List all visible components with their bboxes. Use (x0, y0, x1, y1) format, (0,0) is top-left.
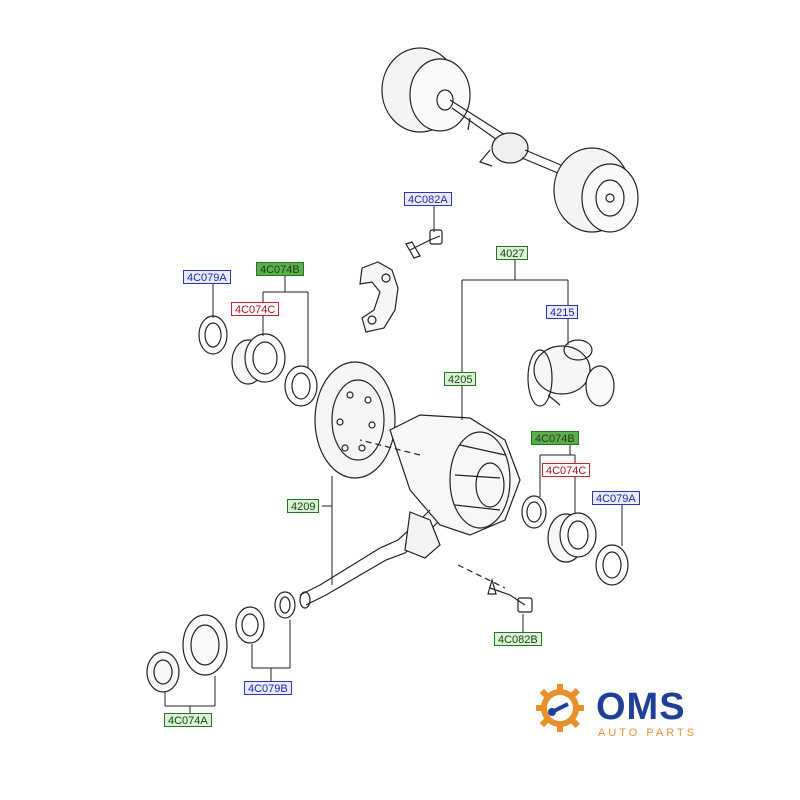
ring-gear-illustration (314, 361, 396, 479)
gear-icon (536, 684, 584, 732)
bolt-axis-dashed-line (457, 564, 506, 589)
centre-axis-dashed-line (359, 439, 421, 456)
label-4c074b-right[interactable]: 4C074B (531, 431, 579, 445)
label-4c079a-left[interactable]: 4C079A (183, 270, 231, 284)
label-4c074c-left[interactable]: 4C074C (231, 302, 280, 316)
label-4205[interactable]: 4205 (444, 372, 477, 386)
logo-wordmark: OMS (596, 686, 686, 728)
pinion-gear-illustration (299, 509, 441, 609)
axle-assembly-illustration (381, 47, 639, 233)
left-bearing-stack-illustration (198, 315, 318, 407)
oms-logo (536, 684, 584, 732)
differential-case-illustration (389, 414, 521, 536)
logo-tagline: AUTO PARTS (598, 727, 698, 739)
differential-gears-illustration (527, 339, 615, 407)
label-4c074c-right[interactable]: 4C074C (542, 463, 591, 477)
label-4c079a-right[interactable]: 4C079A (592, 491, 640, 505)
bearing-cap-illustration (359, 261, 399, 333)
bolt-illustration-top (405, 229, 443, 259)
label-4027[interactable]: 4027 (496, 246, 529, 260)
label-4c074b-left[interactable]: 4C074B (256, 262, 304, 276)
label-4c082b[interactable]: 4C082B (494, 632, 542, 646)
bolt-illustration-bottom (487, 577, 533, 613)
label-4215[interactable]: 4215 (546, 305, 579, 319)
label-4c082a-top[interactable]: 4C082A (404, 192, 452, 206)
label-4209[interactable]: 4209 (287, 499, 320, 513)
right-bearing-stack-illustration (521, 495, 629, 586)
label-4c074a[interactable]: 4C074A (164, 713, 212, 727)
leader-lines (164, 205, 623, 713)
label-4c079b[interactable]: 4C079B (244, 681, 292, 695)
pinion-bearing-stack-illustration (146, 591, 296, 693)
